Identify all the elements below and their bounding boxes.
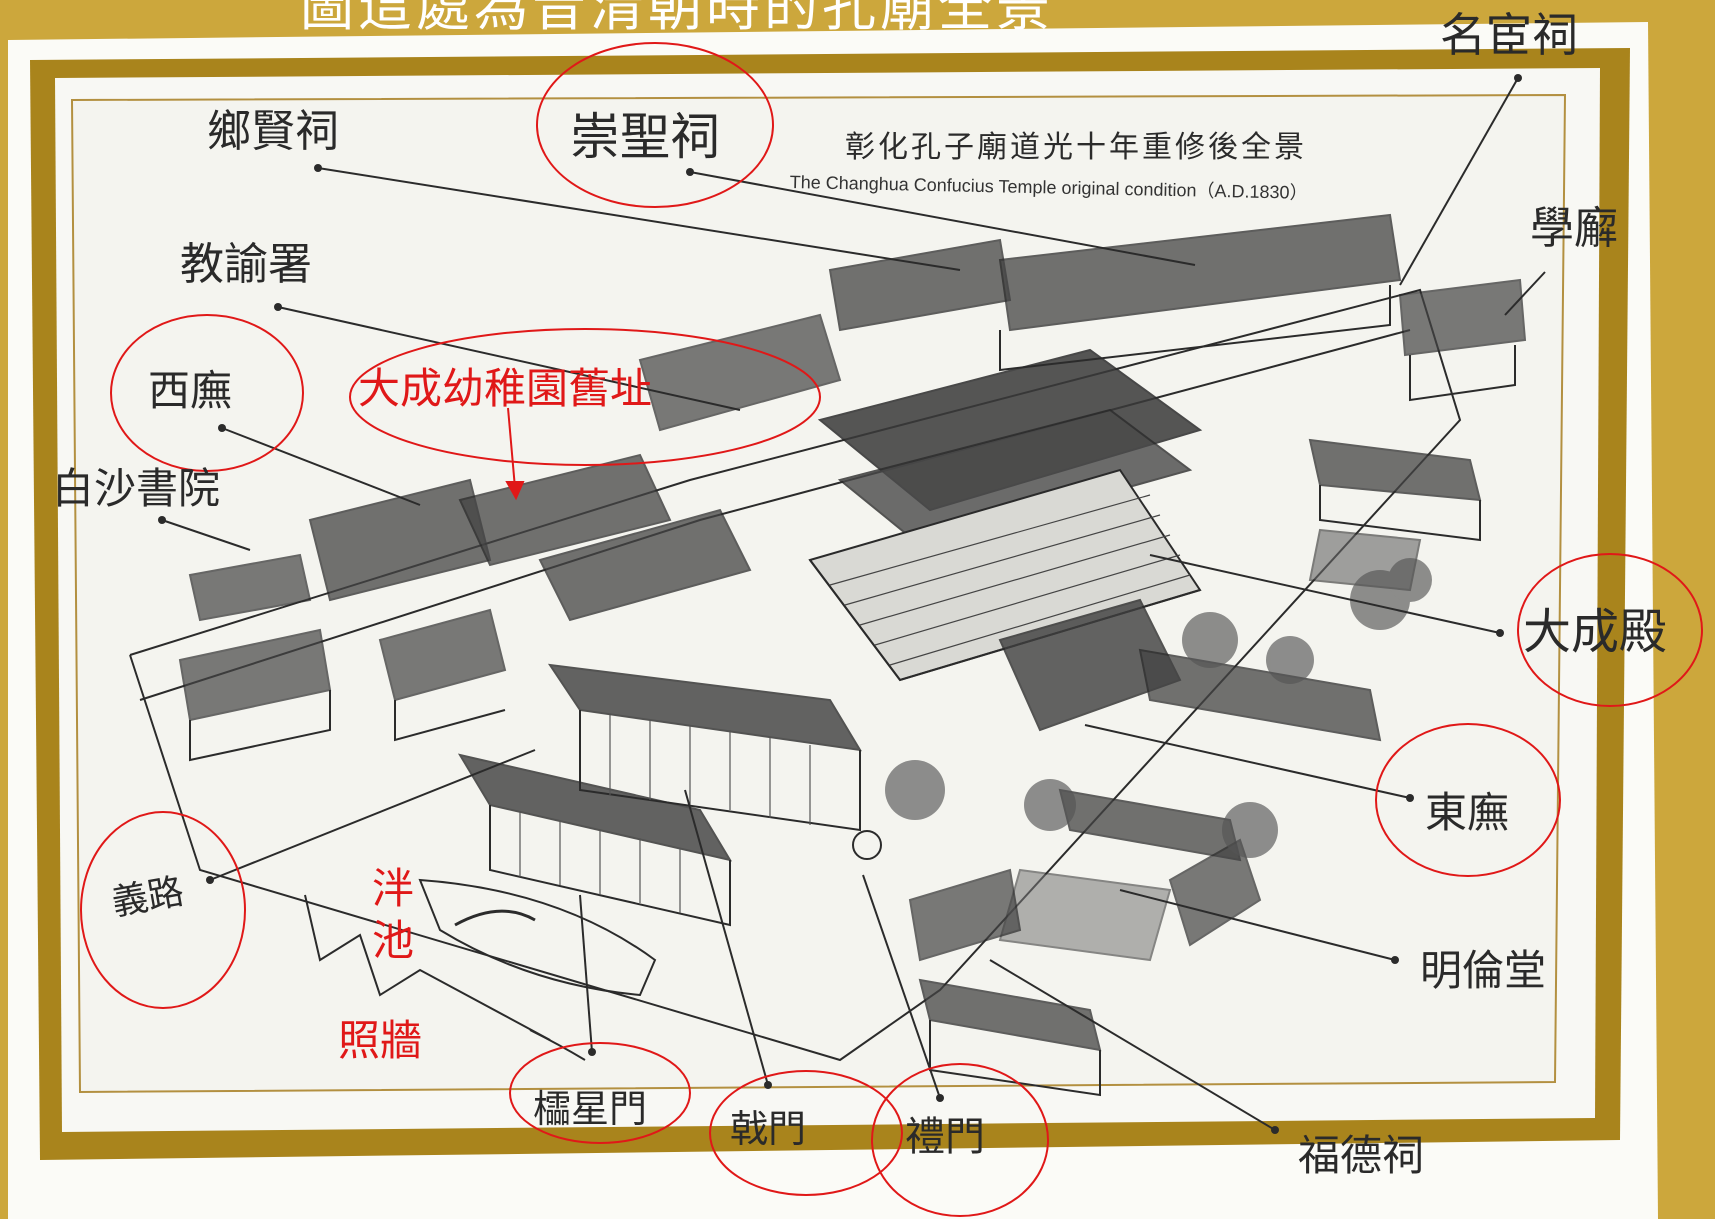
annotation-screen-wall: 照牆: [338, 1016, 423, 1065]
diagram-title: 彰化孔子廟道光十年重修後全景: [845, 130, 1307, 165]
label-jiaoyu: 教諭署: [180, 239, 312, 290]
circle-kindergarten: [349, 328, 821, 466]
label-lingxing: 櫺星門: [533, 1087, 648, 1131]
label-baisha: 白沙書院: [52, 464, 221, 513]
west-buildings-drawing: [178, 313, 842, 762]
circle-dacheng: [1517, 553, 1703, 707]
annotation-pond-1: 泮: [372, 864, 415, 913]
circle-yilu: [80, 811, 246, 1009]
label-limen: 禮門: [905, 1114, 985, 1160]
gate-row-drawing: [457, 663, 862, 927]
rear-row-drawing: [828, 213, 1527, 402]
label-minglun: 明倫堂: [1420, 946, 1547, 995]
trees-drawing: [885, 558, 1432, 858]
label-mingguan: 名宦祠: [1440, 8, 1578, 62]
annotation-pond-2: 池: [372, 916, 415, 965]
label-xuepu: 學廨: [1530, 203, 1618, 254]
circle-chongsheng: [536, 42, 774, 208]
temple-illustration: [129, 213, 1527, 1097]
label-fude: 福德祠: [1298, 1131, 1425, 1180]
label-jimen: 戟門: [730, 1107, 807, 1151]
header-text: 圖這處為昔清朝時的孔廟全景: [300, 0, 1054, 38]
pond-drawing: [304, 878, 657, 1061]
dacheng-hall-drawing: [808, 348, 1203, 682]
kindergarten-arrow: [505, 407, 525, 501]
label-chongsheng: 崇聖祠: [570, 108, 720, 166]
label-dongwu: 東廡: [1425, 788, 1510, 837]
leader-lines: [161, 77, 1546, 1131]
circle-limen: [871, 1063, 1049, 1217]
label-xiangxian: 鄉賢祠: [207, 106, 339, 157]
circle-dongwu: [1375, 723, 1561, 877]
annotation-circles: [80, 42, 1703, 1217]
annotation-kindergarten: 大成幼稚園舊址: [358, 364, 653, 413]
east-buildings-drawing: [908, 438, 1482, 1097]
circle-lingxing: [509, 1042, 691, 1144]
label-dacheng-hall: 大成殿: [1523, 604, 1668, 660]
circle-jimen: [709, 1070, 903, 1196]
circle-xiwu: [110, 314, 304, 472]
label-xiwu: 西廡: [148, 366, 233, 415]
